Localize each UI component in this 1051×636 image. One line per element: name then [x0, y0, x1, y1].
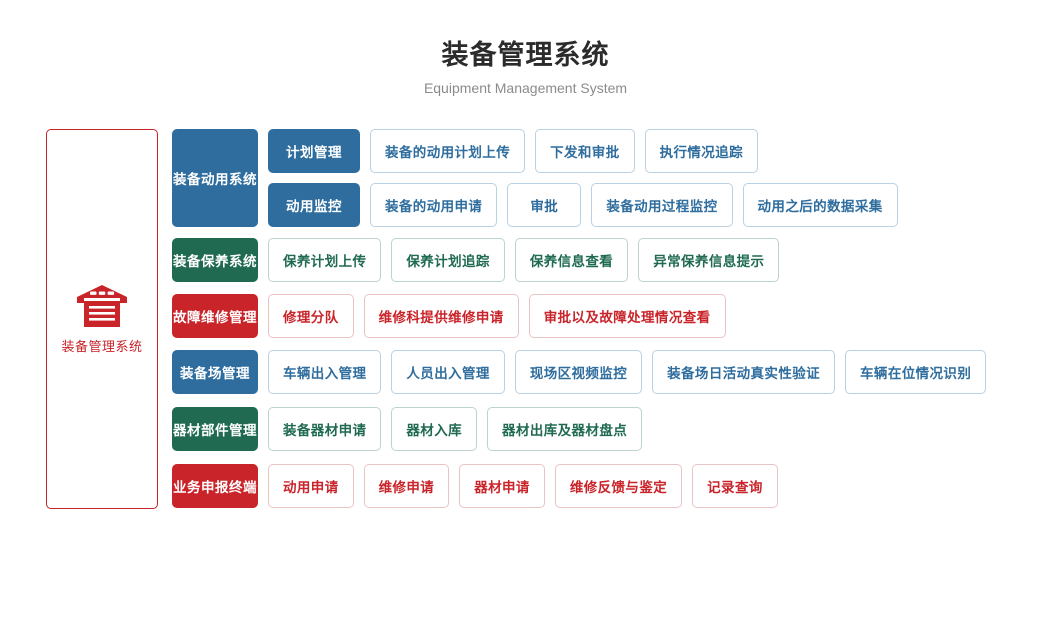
leaf-item[interactable]: 记录查询 [692, 464, 778, 508]
page-title: 装备管理系统 [441, 40, 610, 70]
group-box-parts-management[interactable]: 器材部件管理 [172, 407, 258, 451]
subrow-leaves: 修理分队 维修科提供维修申请 审批以及故障处理情况查看 [268, 294, 726, 338]
root-system-panel[interactable]: 装备管理系统 [46, 129, 158, 509]
leaf-item[interactable]: 动用申请 [268, 464, 354, 508]
group-box-equipment-maintenance[interactable]: 装备保养系统 [172, 238, 258, 282]
group-col: 装备场管理 [172, 350, 258, 394]
leaf-item[interactable]: 装备的动用计划上传 [370, 129, 526, 173]
page-subtitle: Equipment Management System [423, 80, 628, 96]
row-parts-management: 器材部件管理 装备器材申请 器材入库 器材出库及器材盘点 [172, 407, 643, 451]
leaf-item[interactable]: 保养计划上传 [268, 238, 382, 282]
leaf-item[interactable]: 维修申请 [363, 464, 450, 508]
group-col: 装备动用系统 [172, 129, 258, 227]
row-fault-repair: 故障维修管理 修理分队 维修科提供维修申请 审批以及故障处理情况查看 [172, 294, 726, 338]
leaf-item[interactable]: 器材出库及器材盘点 [487, 407, 643, 451]
group-box-fault-repair[interactable]: 故障维修管理 [172, 294, 258, 338]
leaf-item[interactable]: 装备动用过程监控 [591, 183, 733, 227]
row-equipment-dispatch: 装备动用系统 计划管理 装备的动用计划上传 下发和审批 执行情况追踪 动用监控 … [172, 129, 898, 227]
leaf-item[interactable]: 执行情况追踪 [644, 129, 759, 173]
row-equipment-maintenance: 装备保养系统 保养计划上传 保养计划追踪 保养信息查看 异常保养信息提示 [172, 238, 780, 282]
group-box-business-terminal[interactable]: 业务申报终端 [172, 464, 258, 508]
subrow-leaves: 装备器材申请 器材入库 器材出库及器材盘点 [268, 407, 643, 451]
leaf-item[interactable]: 动用之后的数据采集 [742, 183, 898, 227]
sub-col: 计划管理 装备的动用计划上传 下发和审批 执行情况追踪 动用监控 装备的动用申请… [268, 129, 898, 227]
row-business-terminal: 业务申报终端 动用申请 维修申请 器材申请 维修反馈与鉴定 记录查询 [172, 464, 778, 508]
leaf-item[interactable]: 现场区视频监控 [514, 350, 643, 394]
leaf-item[interactable]: 审批 [507, 183, 582, 227]
mid-box-dispatch-monitoring[interactable]: 动用监控 [268, 183, 360, 227]
leaf-item[interactable]: 维修反馈与鉴定 [554, 464, 683, 508]
subrow-dispatch-monitoring: 动用监控 装备的动用申请 审批 装备动用过程监控 动用之后的数据采集 [268, 183, 898, 227]
leaf-item[interactable]: 装备场日活动真实性验证 [652, 350, 836, 394]
subrow-leaves: 车辆出入管理 人员出入管理 现场区视频监控 装备场日活动真实性验证 车辆在位情况… [268, 350, 987, 394]
subrow-leaves: 动用申请 维修申请 器材申请 维修反馈与鉴定 记录查询 [268, 464, 778, 508]
leaf-item[interactable]: 车辆出入管理 [268, 350, 382, 394]
leaf-item[interactable]: 修理分队 [268, 294, 354, 338]
page-header: 装备管理系统 Equipment Management System [0, 0, 1051, 98]
group-col: 装备保养系统 [172, 238, 258, 282]
group-col: 器材部件管理 [172, 407, 258, 451]
leaf-item[interactable]: 下发和审批 [535, 129, 635, 173]
subrow-leaves: 保养计划上传 保养计划追踪 保养信息查看 异常保养信息提示 [268, 238, 780, 282]
group-col: 业务申报终端 [172, 464, 258, 508]
leaf-item[interactable]: 装备器材申请 [268, 407, 382, 451]
group-box-equipment-dispatch[interactable]: 装备动用系统 [172, 129, 258, 227]
leaf-item[interactable]: 维修科提供维修申请 [363, 294, 519, 338]
warehouse-icon [77, 284, 127, 327]
group-col: 故障维修管理 [172, 294, 258, 338]
leaf-item[interactable]: 异常保养信息提示 [638, 238, 780, 282]
leaf-item[interactable]: 车辆在位情况识别 [845, 350, 987, 394]
leaf-item[interactable]: 器材入库 [391, 407, 478, 451]
row-yard-management: 装备场管理 车辆出入管理 人员出入管理 现场区视频监控 装备场日活动真实性验证 … [172, 350, 987, 394]
leaf-item[interactable]: 器材申请 [459, 464, 545, 508]
leaf-item[interactable]: 保养信息查看 [514, 238, 629, 282]
leaf-item[interactable]: 审批以及故障处理情况查看 [528, 294, 726, 338]
leaf-item[interactable]: 保养计划追踪 [391, 238, 505, 282]
leaf-item[interactable]: 装备的动用申请 [370, 183, 498, 227]
group-box-yard-management[interactable]: 装备场管理 [172, 350, 258, 394]
root-system-label: 装备管理系统 [61, 338, 143, 354]
mid-box-plan-management[interactable]: 计划管理 [268, 129, 360, 173]
subrow-plan-management: 计划管理 装备的动用计划上传 下发和审批 执行情况追踪 [268, 129, 898, 173]
system-architecture-diagram: 装备管理系统 装备动用系统 计划管理 装备的动用计划上传 下发和审批 执行情况追… [0, 119, 1051, 519]
leaf-item[interactable]: 人员出入管理 [391, 350, 505, 394]
